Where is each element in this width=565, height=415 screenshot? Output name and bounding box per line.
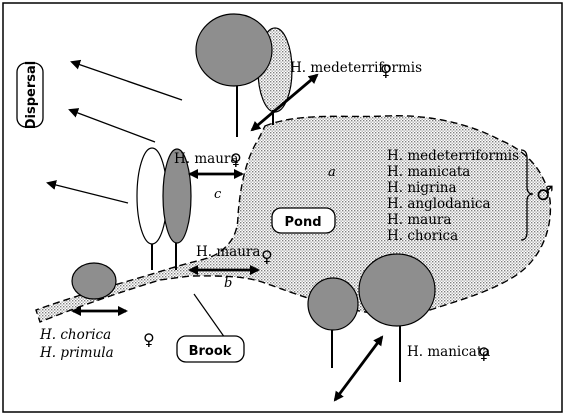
- tree-crown-grey: [308, 278, 358, 330]
- dispersal-arrow: [72, 62, 182, 100]
- list-item: H. medeterriformis: [387, 148, 519, 164]
- bush-crown-grey: [72, 263, 116, 299]
- label-mid-species: H. maura: [174, 151, 238, 167]
- tree-crown-grey: [196, 14, 272, 86]
- tree-brook: [72, 263, 116, 299]
- label-lower-species: H. maura: [196, 244, 260, 260]
- label-a: a: [328, 165, 336, 180]
- female-symbol-top: ♀: [380, 61, 392, 80]
- brook-label: Brook: [189, 344, 232, 359]
- list-item: H. anglodanica: [387, 196, 491, 212]
- tree-top: [196, 14, 292, 137]
- female-symbol-lower: ♀: [261, 247, 273, 266]
- male-symbol: ♂: [536, 181, 554, 205]
- list-item: H. maura: [387, 212, 451, 228]
- label-b: b: [224, 276, 232, 291]
- female-symbol-mid: ♀: [230, 150, 242, 169]
- dispersal-arrow: [48, 183, 128, 203]
- tree-crown-grey: [359, 254, 435, 326]
- brook-pointer-line: [194, 294, 225, 338]
- list-item: H. nigrina: [387, 180, 457, 196]
- list-item: H. chorica: [387, 228, 458, 244]
- dispersal-label: Dispersal: [24, 61, 39, 130]
- double-arrow-bottom: [335, 337, 382, 400]
- pond-label: Pond: [284, 215, 321, 230]
- label-brook-species-2: H. primula: [39, 345, 114, 361]
- label-brook-species-1: H. chorica: [39, 327, 111, 343]
- list-item: H. manicata: [387, 164, 470, 180]
- label-c: c: [214, 187, 222, 202]
- dispersal-arrow: [70, 110, 155, 142]
- label-top-species: H. medeterriformis: [290, 60, 422, 76]
- female-symbol-right: ♀: [478, 344, 490, 363]
- female-symbol-brook: ♀: [143, 330, 155, 349]
- dispersal-label-box: Dispersal: [17, 61, 43, 130]
